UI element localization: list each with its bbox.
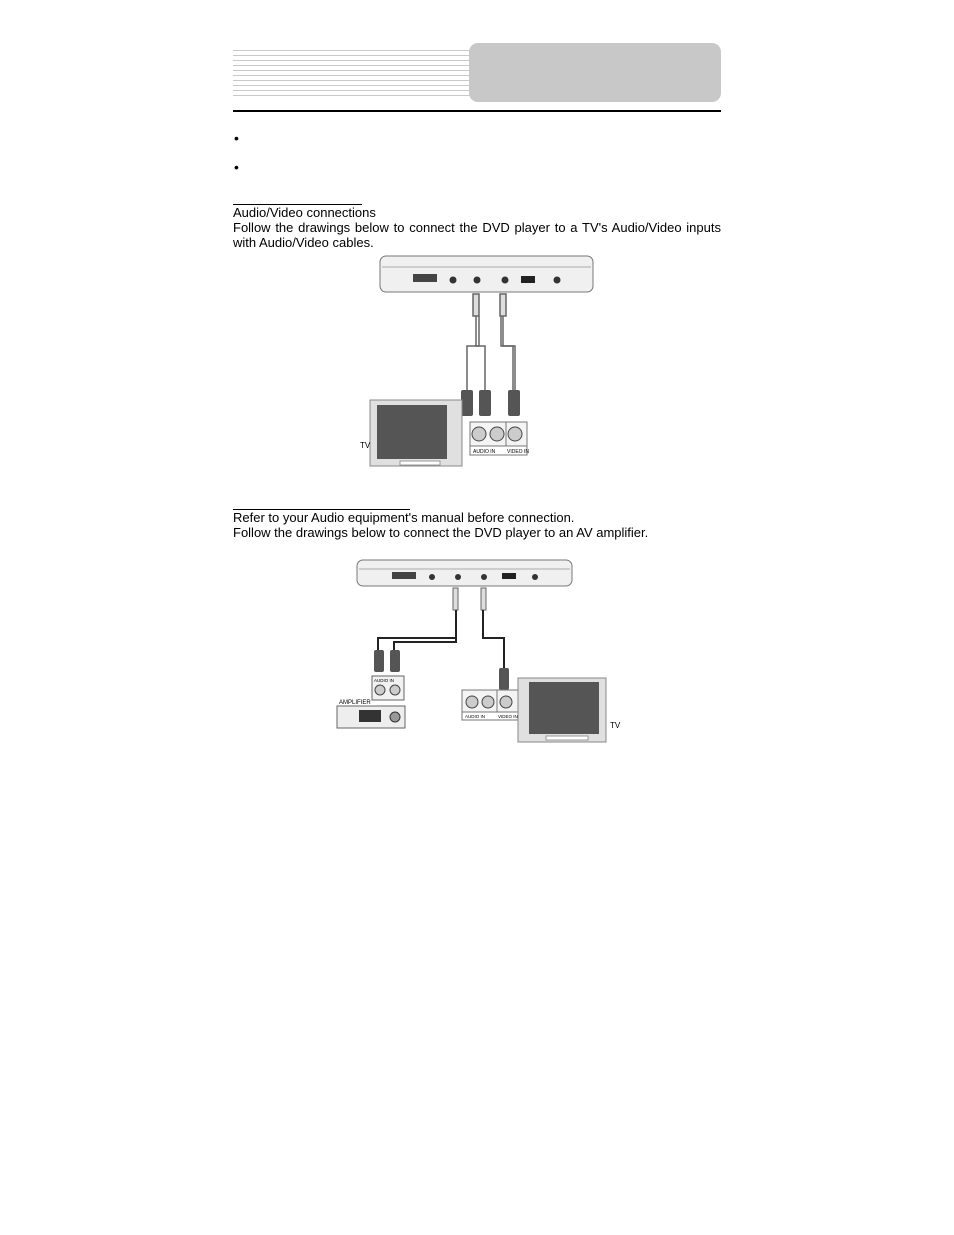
- section-amp-line2: Follow the drawings below to connect the…: [233, 525, 649, 540]
- tv-label: TV: [360, 441, 371, 450]
- tv-input-panel: [469, 421, 528, 456]
- section-av-heading: Audio/Video connections: [233, 205, 376, 220]
- audio-in-label: AUDIO IN: [473, 449, 496, 455]
- header-decorative-lines: [233, 50, 473, 102]
- amplifier-label: AMPLIFIER: [339, 700, 371, 706]
- section-av-rule: [233, 204, 362, 205]
- tv-label-2: TV: [610, 721, 621, 730]
- video-in-label: VIDEO IN: [507, 449, 529, 455]
- amplifier-illustration: [336, 675, 406, 729]
- rca-plugs-2: [374, 650, 509, 690]
- video-in-label-2: VIDEO IN: [498, 714, 518, 719]
- section-amp-rule: [233, 509, 410, 510]
- figure-dvd-to-tv: TV AUDIO IN VIDEO IN: [360, 255, 594, 467]
- rca-plugs: [461, 390, 520, 416]
- tv-illustration: [369, 399, 463, 467]
- bullet-2: •: [234, 159, 239, 175]
- bullet-1: •: [234, 130, 239, 146]
- figure-dvd-to-amplifier: AMPLIFIER AUDIO IN AUDIO IN VIDEO IN TV: [336, 559, 621, 743]
- section-amp-line1: Refer to your Audio equipment's manual b…: [233, 510, 575, 525]
- av-cables: [466, 293, 516, 390]
- section-av-body: Follow the drawings below to connect the…: [233, 220, 721, 250]
- amp-cables: [377, 587, 505, 668]
- header-title-box: [469, 43, 721, 102]
- header-rule: [233, 110, 721, 112]
- dvd-player-illustration-2: [356, 559, 573, 587]
- amp-audio-in-label: AUDIO IN: [374, 678, 394, 683]
- tv-input-panel-2: [461, 689, 521, 721]
- audio-in-label-2: AUDIO IN: [465, 714, 485, 719]
- dvd-player-illustration: [379, 255, 594, 293]
- tv-illustration-2: [517, 677, 607, 743]
